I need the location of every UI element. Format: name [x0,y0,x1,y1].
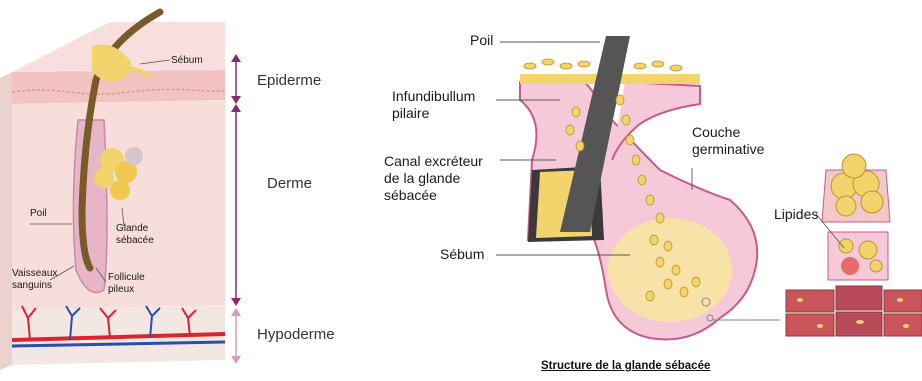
label-couche: Couche germinative [692,124,764,158]
layer-arrows [231,54,241,364]
label-infundibullum: Infundibullum pilaire [392,88,475,122]
label-canal: Canal excréteur de la glande sébacée [384,153,483,204]
figure-caption: Structure de la glande sébacée [541,360,710,372]
label-sebum-right: Sébum [440,246,484,263]
label-poil-right: Poil [470,32,493,49]
label-follicule: Follicule pileux [108,272,145,296]
layer-hypoderme: Hypoderme [257,326,335,343]
cell-detail [786,154,922,336]
gland-lumen [608,218,732,322]
label-glande: Glande sébacée [116,223,154,247]
layer-epiderme: Epiderme [257,72,321,89]
label-vaisseaux: Vaisseaux sanguins [12,268,57,292]
label-poil-left: Poil [30,208,47,220]
layer-derme: Derme [267,175,312,192]
label-sebum-left: Sébum [171,55,203,67]
gland-structure [520,36,780,339]
label-lipides: Lipides [774,206,818,223]
